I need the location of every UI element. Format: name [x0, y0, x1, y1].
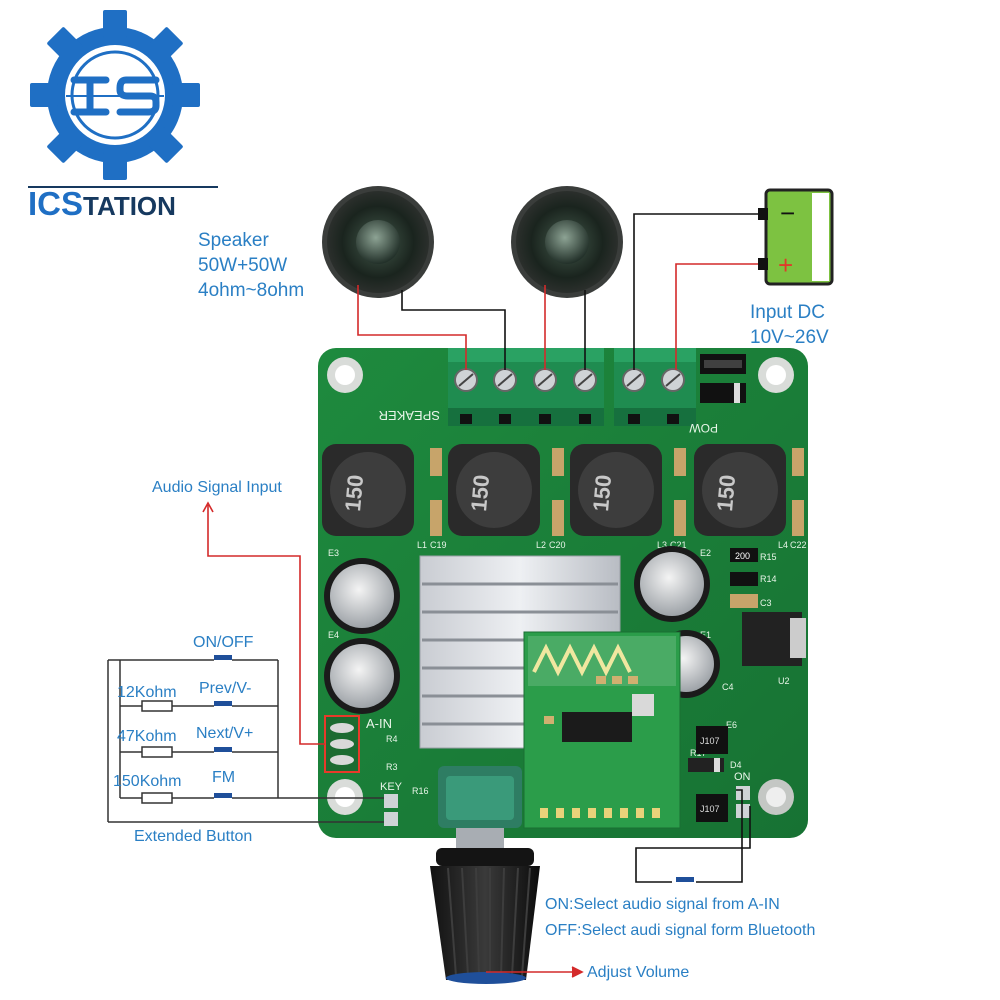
silk-c21: C21: [670, 540, 687, 550]
resistor-12k-label: 12Kohm: [117, 684, 177, 701]
silk-l1: L1: [417, 540, 427, 550]
silk-e4: E4: [328, 630, 339, 640]
off-select-label: OFF:Select audi signal form Bluetooth: [545, 922, 816, 939]
inductor-l3-code: 150: [588, 474, 616, 513]
silk-l2: L2: [536, 540, 546, 550]
silk-c3: C3: [760, 598, 772, 608]
smd-parts-right: 200 J107 J107: [688, 548, 806, 822]
silk-u2: U2: [778, 676, 790, 686]
inductor-l2-code: 150: [466, 474, 494, 513]
on-silk-label: ON: [734, 771, 751, 783]
bluetooth-module: [523, 631, 681, 829]
electrolytic-capacitors: [324, 546, 720, 714]
battery-minus: −: [780, 198, 795, 228]
silk-c20: C20: [549, 540, 566, 550]
mounting-holes: [327, 357, 794, 815]
input-dc-title: Input DC: [750, 302, 825, 323]
adjust-volume-label: Adjust Volume: [587, 964, 690, 981]
silk-c22: C22: [790, 540, 807, 550]
j107-bottom: J107: [700, 804, 720, 814]
silk-r15: R15: [760, 552, 777, 562]
input-dc-range: 10V~26V: [750, 327, 829, 348]
silk-r14: R14: [760, 574, 777, 584]
silk-e1: E1: [700, 630, 711, 640]
silk-e6: E6: [726, 720, 737, 730]
speaker-silk-label: SPEAKER: [379, 408, 440, 423]
amplifier-pcb: SPEAKER POW 150 150 150 150: [318, 348, 808, 838]
inductor-l4-code: 150: [712, 474, 740, 513]
volume-knob-icon: [430, 828, 540, 984]
next-label: Next/V+: [196, 725, 254, 742]
silk-l4: L4: [778, 540, 788, 550]
speaker-impedance: 4ohm~8ohm: [198, 280, 305, 301]
diodes-top-right: [700, 354, 746, 403]
a-in-silk-label: A-IN: [366, 716, 392, 731]
silk-l3: L3: [657, 540, 667, 550]
silk-c19: C19: [430, 540, 447, 550]
on-select-label: ON:Select audio signal from A-IN: [545, 896, 780, 913]
speaker-left-icon: [322, 186, 434, 298]
silk-r4: R4: [386, 734, 398, 744]
resistor-47k-label: 47Kohm: [117, 728, 177, 745]
gear-logo-icon: [30, 10, 200, 180]
silk-r16: R16: [412, 786, 429, 796]
push-buttons-icon: [214, 655, 694, 882]
silk-c4: C4: [722, 682, 734, 692]
a-in-header: [324, 715, 360, 773]
j107-top: J107: [700, 736, 720, 746]
inductors: [322, 444, 786, 536]
speaker-title: Speaker: [198, 230, 269, 251]
audio-signal-input-label: Audio Signal Input: [152, 479, 282, 496]
fm-label: FM: [212, 769, 236, 786]
extended-button-schematic: [107, 659, 384, 823]
silk-e2: E2: [700, 548, 711, 558]
inductor-l1-code: 150: [340, 474, 368, 513]
silk-r3: R3: [386, 762, 398, 772]
logo-wordmark: ICSTATION: [28, 185, 176, 222]
silk-d4: D4: [730, 760, 742, 770]
on-off-label: ON/OFF: [193, 634, 254, 651]
battery-icon: [758, 188, 834, 286]
speaker-right-icon: [511, 186, 623, 298]
battery-plus: +: [778, 250, 793, 280]
resistor-150k-label: 150Kohm: [113, 773, 182, 790]
prev-label: Prev/V-: [199, 680, 252, 697]
extended-button-label: Extended Button: [134, 828, 253, 845]
speaker-power: 50W+50W: [198, 255, 288, 276]
silk-e3: E3: [328, 548, 339, 558]
resistor-200-code: 200: [735, 551, 750, 561]
volume-potentiometer: [438, 766, 522, 828]
pow-silk-label: POW: [689, 421, 718, 435]
key-silk-label: KEY: [380, 781, 403, 793]
connection-wires: [202, 213, 758, 978]
